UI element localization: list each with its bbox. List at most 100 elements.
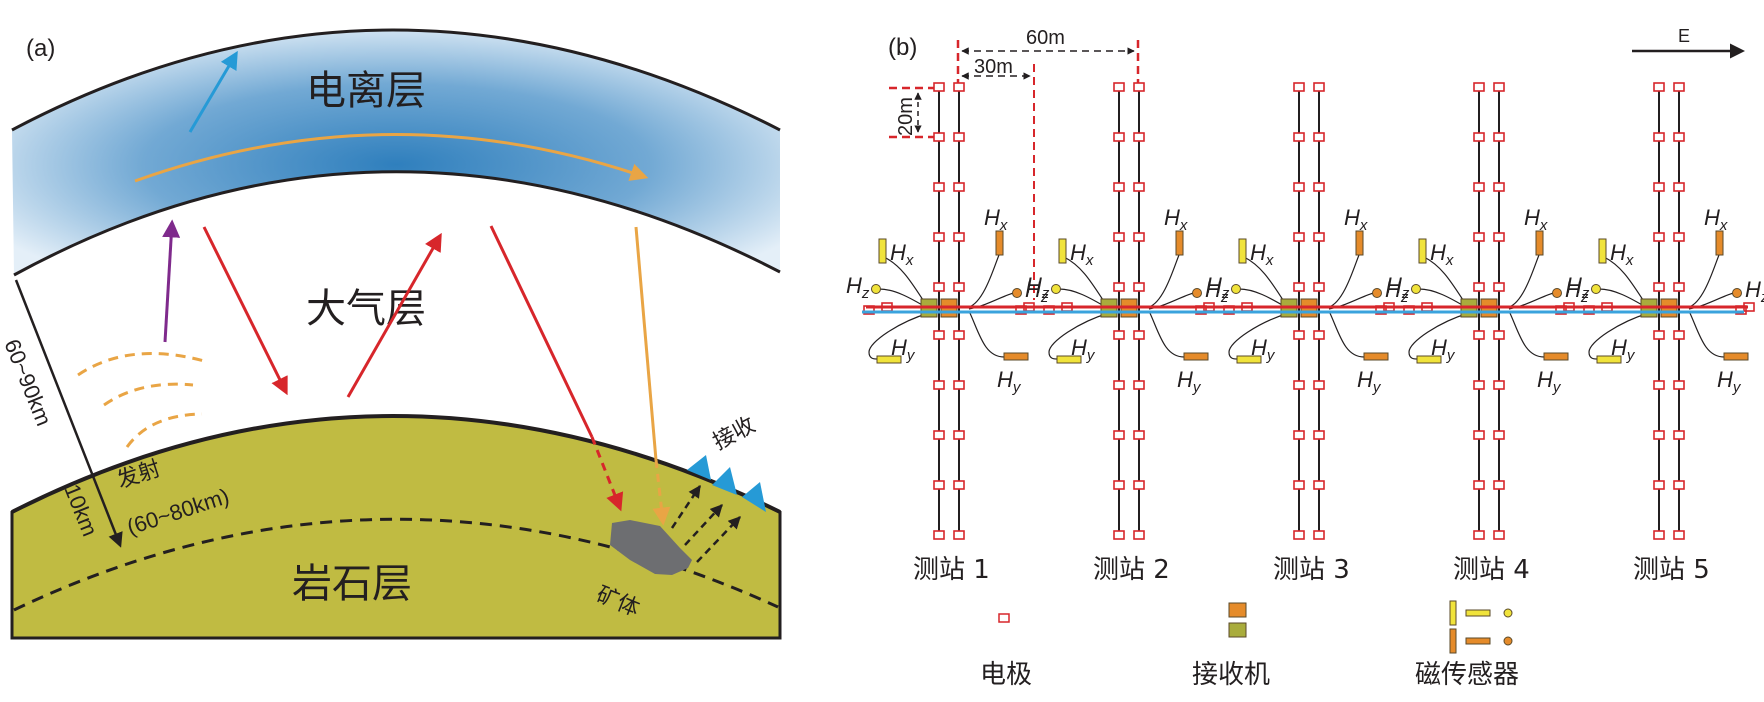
electrode (953, 232, 965, 242)
electrode (1493, 530, 1505, 540)
electrode (1673, 232, 1685, 242)
electrode (1313, 82, 1325, 92)
electrode (1473, 480, 1485, 490)
electrode (953, 530, 965, 540)
ray-up-red (346, 232, 442, 398)
electrode-spacing-label: 20m (895, 97, 917, 136)
sensor-hx-yellow (1418, 238, 1427, 264)
label-hy-right: Hy (1357, 367, 1382, 396)
sensor-cable (968, 310, 1005, 358)
electrode (933, 480, 945, 490)
label-hz-right: Hz (1025, 277, 1049, 306)
label-hy-left: Hy (1431, 335, 1456, 364)
electrode (953, 380, 965, 390)
sensor-cable (1228, 312, 1290, 360)
electrode (1673, 82, 1685, 92)
label-hy-right: Hy (997, 367, 1022, 396)
label-hy-left: Hy (1611, 335, 1636, 364)
lithosphere-surface (11, 414, 781, 514)
electrode (1293, 330, 1305, 340)
label-hz-left: Hz (1386, 273, 1410, 302)
electrode (1653, 132, 1665, 142)
electrode (1313, 480, 1325, 490)
label-hz-left: Hz (1566, 273, 1590, 302)
electrode (1113, 82, 1125, 92)
label-hy-left: Hy (891, 335, 916, 364)
electrode (933, 132, 945, 142)
electrode (1113, 232, 1125, 242)
sensor-hx-yellow (878, 238, 887, 264)
sensor-cable (1688, 310, 1725, 358)
label-hz-left: Hz (1026, 273, 1050, 302)
panel-a-label: (a) (26, 35, 55, 62)
electrode (1133, 430, 1145, 440)
sensor-cable (968, 254, 1000, 308)
label-hx-left: Hx (1070, 240, 1094, 269)
receiver-triangles (687, 455, 766, 512)
label-hx-right: Hx (1344, 205, 1368, 234)
sensor-hz-orange (1012, 288, 1022, 298)
legend-sensor-orange-horizontal (1465, 637, 1491, 645)
electrode (1113, 380, 1125, 390)
transmitter-waves (77, 352, 209, 448)
sensor-hz-yellow (1591, 284, 1601, 294)
electrode (953, 182, 965, 192)
legend-sensor-yellow-horizontal (1465, 609, 1491, 617)
station-label: 测站 2 (1093, 555, 1170, 585)
legend-sensor-orange-vertical (1449, 628, 1457, 654)
label-hx-left: Hx (1430, 240, 1454, 269)
electrode (1113, 132, 1125, 142)
sensor-hy-orange (1543, 352, 1569, 361)
sensor-hy-orange (1003, 352, 1029, 361)
receive-label: 接收 (709, 413, 760, 456)
electrode (1133, 480, 1145, 490)
electrode (1313, 232, 1325, 242)
sensor-hy-orange (1363, 352, 1389, 361)
electrode (933, 182, 945, 192)
electrode (953, 132, 965, 142)
electrode (953, 480, 965, 490)
legend-electrode-label: 电极 (980, 660, 1032, 690)
electrode (953, 282, 965, 292)
electrode (1293, 480, 1305, 490)
sensor-hz-orange (1552, 288, 1562, 298)
sensor-cable (1148, 310, 1185, 358)
electrode (1673, 430, 1685, 440)
label-hz-left: Hz (1206, 273, 1230, 302)
electrode (1313, 530, 1325, 540)
panel-b-label: (b) (888, 34, 917, 61)
electrode (1673, 380, 1685, 390)
label-hx-right: Hx (1524, 205, 1548, 234)
electrode (1653, 232, 1665, 242)
station-label: 测站 5 (1633, 555, 1710, 585)
electrode (1473, 380, 1485, 390)
ray-down-red-1 (202, 226, 288, 396)
electrode (1293, 82, 1305, 92)
sensor-cable (1048, 312, 1110, 360)
lithosphere-label: 岩石层 (292, 561, 412, 607)
sensor-hx-orange (1535, 230, 1544, 256)
electrode (1473, 232, 1485, 242)
electrode (1653, 380, 1665, 390)
station-label: 测站 4 (1453, 555, 1530, 585)
electrode (1493, 282, 1505, 292)
sensor-hx-orange (995, 230, 1004, 256)
sensor-cable (1508, 310, 1545, 358)
sensor-cable (1148, 254, 1180, 308)
electrode (933, 430, 945, 440)
electrode (1133, 132, 1145, 142)
label-hx-right: Hx (1164, 205, 1188, 234)
ray-into-ground-red (590, 436, 624, 512)
electrode (933, 330, 945, 340)
sensor-cable (1688, 254, 1720, 308)
electrode (1133, 182, 1145, 192)
electrode (1293, 182, 1305, 192)
legend: 电极 接收机 磁传感器 (980, 600, 1519, 690)
electrode (1673, 480, 1685, 490)
electrode (1133, 380, 1145, 390)
sensor-hx-yellow (1238, 238, 1247, 264)
station-label: 测站 1 (913, 555, 990, 585)
electrode (1673, 530, 1685, 540)
